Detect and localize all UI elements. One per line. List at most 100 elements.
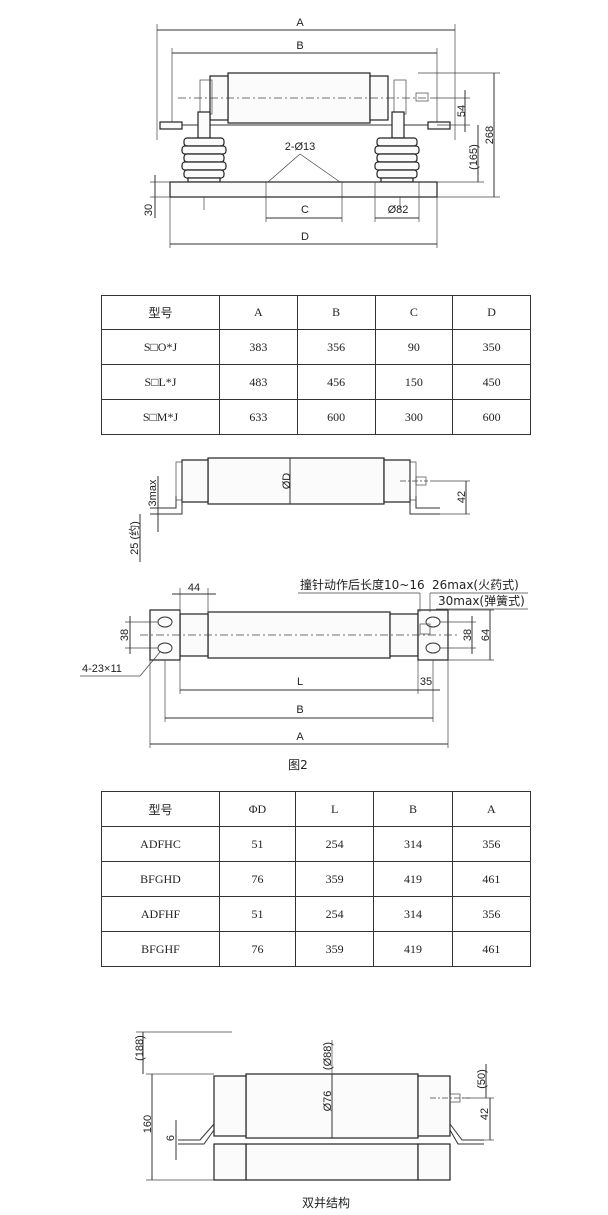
table-cell: BFGHF (101, 931, 220, 967)
dim-38b-label: 38 (462, 629, 474, 641)
table-cell: 51 (219, 826, 296, 862)
table-header-cell: B (373, 791, 453, 827)
max-spring-note: 30max(弹簧式) (438, 593, 525, 608)
lower-fuse-tube (245, 1143, 419, 1181)
table-cell: 600 (296, 399, 376, 435)
figure-1-fuse-with-insulators: A B (143, 17, 500, 248)
table-cell: 150 (374, 364, 454, 400)
table-cell: 254 (294, 896, 375, 932)
table-cell: 314 (373, 896, 453, 932)
table-header-row: 型号 ΦD L B A (101, 791, 532, 827)
table-header-cell: 型号 (101, 791, 220, 827)
table-cell: 76 (219, 931, 296, 967)
spec-table-1: 型号 A B C D S□O*J 383 356 90 350 S□L*J 48… (101, 295, 531, 435)
figure-3-caption: 双并结构 (302, 1195, 350, 1210)
figure-2-fuse-side-and-top-view: ØD 42 3max 25 (约) 44 撞针动作后长度10~16 26max(… (80, 457, 528, 772)
table-row: S□O*J 383 356 90 350 (101, 329, 531, 365)
dim-44-label: 44 (188, 582, 200, 594)
table-cell: 419 (373, 861, 453, 897)
dim-30-label: 30 (143, 204, 155, 216)
table-cell: 51 (219, 896, 296, 932)
table-cell: ADFHC (101, 826, 220, 862)
spec-table-2: 型号 ΦD L B A ADFHC 51 254 314 356 BFGHD 7… (101, 791, 532, 967)
table-cell: 350 (452, 329, 531, 365)
table-header-cell: C (374, 295, 454, 330)
fuse-top-tube (207, 611, 391, 659)
table-cell: S□L*J (101, 364, 220, 400)
striker-stroke-note: 撞针动作后长度10~16 (300, 577, 425, 592)
dim-25-label: 25 (约) (128, 521, 141, 555)
table-cell: 90 (374, 329, 454, 365)
table-header-cell: A (451, 791, 532, 827)
figure-2-caption: 图2 (288, 758, 308, 772)
dim-35-label: 35 (420, 676, 432, 688)
table-cell: 356 (296, 329, 376, 365)
table-cell: 456 (296, 364, 376, 400)
table-header-cell: B (296, 295, 376, 330)
table-row: BFGHD 76 359 419 461 (101, 861, 532, 897)
dim-A2-label: A (296, 731, 304, 743)
right-insulator (374, 137, 420, 183)
table-header-row: 型号 A B C D (101, 295, 531, 330)
table-cell: 419 (373, 931, 453, 967)
table-cell: 383 (219, 329, 298, 365)
dim-54-label: 54 (456, 105, 468, 117)
table-row: ADFHC 51 254 314 356 (101, 826, 532, 862)
table-cell: 461 (451, 861, 532, 897)
table-header-cell: L (294, 791, 375, 827)
slot-holes-label: 4-23×11 (82, 663, 122, 675)
base-plate (169, 181, 438, 198)
dim-165-label: (165) (468, 144, 480, 170)
table-cell: 359 (294, 931, 375, 967)
max-explosive-note: 26max(火药式) (432, 578, 519, 592)
holes-label: 2-Ø13 (285, 141, 316, 153)
table-row: ADFHF 51 254 314 356 (101, 896, 532, 932)
dim-D-label: D (301, 231, 309, 243)
table-cell: 600 (452, 399, 531, 435)
figure-3-double-parallel: (Ø88) Ø76 (188) 160 6 (50) 42 双并结构 (134, 1031, 494, 1210)
dim-268-label: 268 (484, 126, 496, 144)
table-cell: S□M*J (101, 399, 220, 435)
dim-76-label: Ø76 (322, 1091, 334, 1112)
left-insulator (181, 137, 227, 183)
dim-50-label: (50) (476, 1069, 488, 1089)
table-cell: 356 (451, 826, 532, 862)
dim-3max-label: 3max (147, 479, 159, 506)
fuse-side-tube (207, 457, 385, 505)
table-cell: 300 (374, 399, 454, 435)
dim-A-label: A (296, 17, 304, 29)
dim-dia-82-label: Ø82 (388, 204, 409, 216)
table-cell: 76 (219, 861, 296, 897)
dim-88-label: (Ø88) (322, 1042, 334, 1070)
table-cell: S□O*J (101, 329, 220, 365)
table-row: S□L*J 483 456 150 450 (101, 364, 531, 400)
table-cell: 461 (451, 931, 532, 967)
fuse-tube (227, 72, 371, 124)
dim-B2-label: B (296, 704, 303, 716)
dim-6-label: 6 (165, 1135, 177, 1141)
table-cell: 359 (294, 861, 375, 897)
table-row: BFGHF 76 359 419 461 (101, 931, 532, 967)
dim-B-label: B (296, 40, 303, 52)
dim-42b-label: 42 (479, 1108, 491, 1120)
dim-42-label: 42 (456, 491, 468, 503)
table-cell: 633 (219, 399, 298, 435)
table-cell: 356 (451, 896, 532, 932)
dim-160-label: 160 (142, 1115, 154, 1133)
table-cell: 254 (294, 826, 375, 862)
dim-64-label: 64 (480, 629, 492, 641)
table-cell: ADFHF (101, 896, 220, 932)
table-header-cell: 型号 (101, 295, 220, 330)
table-cell: BFGHD (101, 861, 220, 897)
dim-C-label: C (301, 204, 309, 216)
table-row: S□M*J 633 600 300 600 (101, 399, 531, 435)
table-header-cell: D (452, 295, 531, 330)
table-header-cell: ΦD (219, 791, 296, 827)
dim-L-label: L (297, 676, 303, 688)
table-cell: 314 (373, 826, 453, 862)
dim-38a-label: 38 (119, 629, 131, 641)
dim-dia-D-label: ØD (281, 473, 293, 490)
table-cell: 450 (452, 364, 531, 400)
table-header-cell: A (219, 295, 298, 330)
